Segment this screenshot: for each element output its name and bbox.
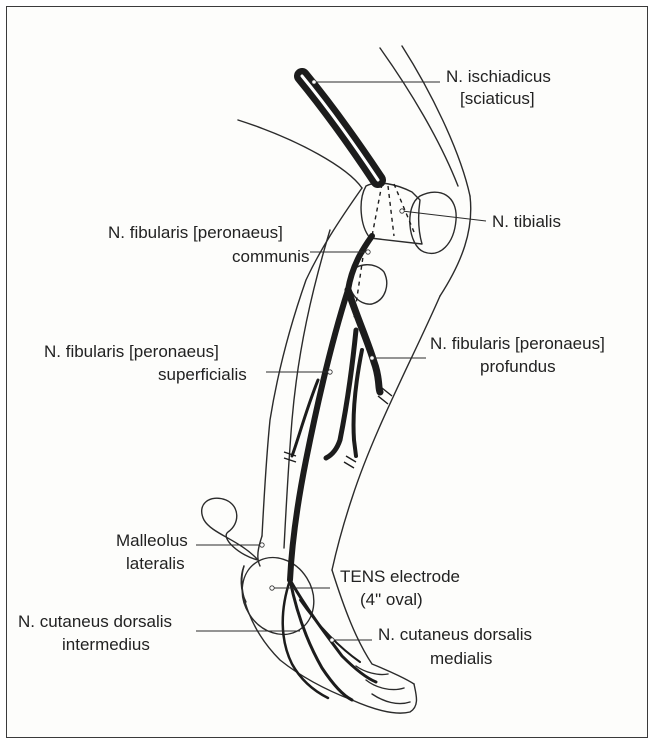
label-superficialis-line2: superficialis [158,365,247,384]
label-profundus-line2: profundus [480,357,556,376]
label-cutaneus-intermedius-line2: intermedius [62,635,150,654]
label-ischiadicus-line1: N. ischiadicus [446,67,551,86]
tens-electrode [202,498,328,648]
label-profundus-line1: N. fibularis [peronaeus] [430,334,605,353]
label-malleolus-line1: Malleolus [116,531,188,550]
leader-lines [196,80,486,642]
label-tens-line2: (4" oval) [360,590,423,609]
label-communis-line2: communis [232,247,309,266]
label-cutaneus-intermedius-line1: N. cutaneus dorsalis [18,612,172,631]
label-cutaneus-medialis-line1: N. cutaneus dorsalis [378,625,532,644]
label-tens-line1: TENS electrode [340,567,460,586]
label-communis-line1: N. fibularis [peronaeus] [108,223,283,242]
label-malleolus-line2: lateralis [126,554,185,573]
label-superficialis-line1: N. fibularis [peronaeus] [44,342,219,361]
labels: N. ischiadicus [sciaticus] N. tibialis N… [18,67,605,668]
label-cutaneus-medialis-line2: medialis [430,649,492,668]
label-ischiadicus-line2: [sciaticus] [460,89,535,108]
label-tibialis: N. tibialis [492,212,561,231]
